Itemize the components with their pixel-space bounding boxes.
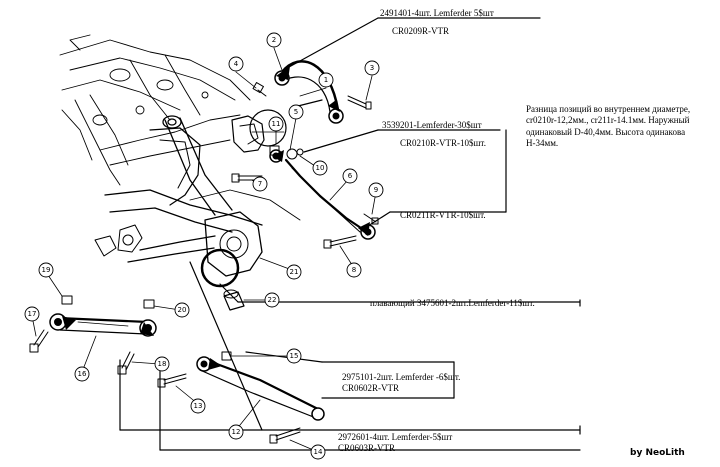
arrows	[62, 66, 370, 370]
fasteners	[29, 82, 379, 444]
lower-control-arm	[104, 115, 263, 263]
upper-arm-order-text: 2491401-4шт. Lemferder 5$шт	[380, 8, 494, 18]
callout-20: 20	[174, 302, 190, 318]
svg-text:17: 17	[28, 310, 37, 318]
svg-text:22: 22	[268, 296, 277, 304]
callout-3: 3	[364, 60, 380, 76]
floating-bushing-text: плавающий 3475601-2шт.Lemferder-11$шт.	[370, 298, 535, 308]
svg-text:12: 12	[232, 428, 241, 436]
svg-text:19: 19	[42, 266, 51, 274]
svg-text:15: 15	[290, 352, 299, 360]
callout-11: 11	[268, 116, 284, 132]
highlight-circle	[200, 248, 240, 288]
svg-text:13: 13	[194, 402, 203, 410]
subframe	[59, 34, 301, 221]
callout-17: 17	[24, 306, 40, 322]
svg-text:5: 5	[294, 108, 298, 116]
svg-text:18: 18	[158, 360, 167, 368]
svg-text:20: 20	[178, 306, 187, 314]
callout-15: 15	[286, 348, 302, 364]
svg-text:16: 16	[78, 370, 87, 378]
callout-13: 13	[190, 398, 206, 414]
callout-markers: 1 2 3 4 5 6 7 8 9 10 11 12 13 14 15 16 1…	[24, 32, 384, 460]
author-credit: by NeoLith	[630, 448, 685, 458]
callout-2: 2	[266, 32, 282, 48]
callout-8: 8	[346, 262, 362, 278]
diameter-note-text: Разница позиций во внутреннем диаметре, …	[526, 104, 691, 148]
svg-text:14: 14	[314, 448, 323, 456]
bushing-order-text: 3539201-Lemferder-30$шт	[382, 120, 482, 130]
svg-text:3: 3	[370, 64, 374, 72]
callout-1: 1	[318, 72, 334, 88]
callout-22: 22	[264, 292, 280, 308]
svg-text:21: 21	[290, 268, 299, 276]
callout-7: 7	[252, 176, 268, 192]
svg-text:1: 1	[324, 76, 328, 84]
svg-text:10: 10	[316, 164, 325, 172]
trailing-link	[196, 356, 325, 421]
callout-19: 19	[38, 262, 54, 278]
svg-text:11: 11	[272, 120, 281, 128]
svg-text:6: 6	[348, 172, 353, 180]
link-code-text: CR0602R-VTR	[342, 383, 400, 393]
callout-4: 4	[228, 56, 244, 72]
callout-18: 18	[154, 356, 170, 372]
callout-5: 5	[288, 104, 304, 120]
floating-bushing	[223, 289, 245, 311]
leader-lines	[119, 17, 581, 451]
callout-16: 16	[74, 366, 90, 382]
svg-text:7: 7	[258, 180, 262, 188]
svg-text:9: 9	[374, 186, 378, 194]
knuckle-assembly	[94, 115, 265, 277]
bushing-code-1-text: CR0210R-VTR-10$шт.	[400, 138, 486, 148]
bushing-code-2-text: CR0211R-VTR-10$шт.	[400, 210, 486, 220]
callout-14: 14	[310, 444, 326, 460]
callout-21: 21	[286, 264, 302, 280]
lower-link-code-text: CR0603R-VTR	[338, 443, 396, 453]
svg-text:8: 8	[352, 266, 356, 274]
link-order-text: 2975101-2шт. Lemferder -6$шт.	[342, 372, 461, 382]
svg-text:4: 4	[234, 60, 239, 68]
callout-6: 6	[342, 168, 358, 184]
svg-text:2: 2	[272, 36, 276, 44]
callout-10: 10	[312, 160, 328, 176]
lower-link-order-text: 2972601-4шт. Lemferder-5$шт	[338, 432, 453, 442]
callout-12: 12	[228, 424, 244, 440]
callout-9: 9	[368, 182, 384, 198]
upper-arm-code-text: CR0209R-VTR	[392, 26, 450, 36]
